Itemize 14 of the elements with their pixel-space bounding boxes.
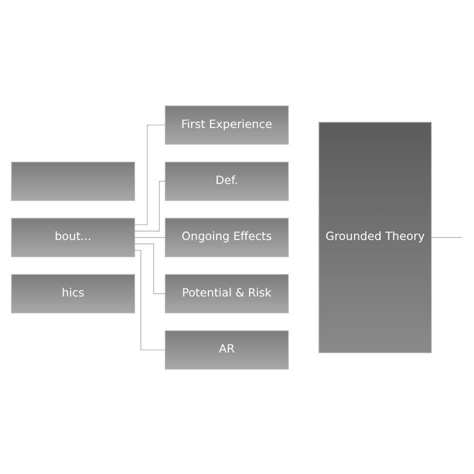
node-box: Def. xyxy=(164,161,289,200)
connector xyxy=(431,236,462,238)
connector xyxy=(134,249,166,350)
node-box: First Experience xyxy=(164,105,289,144)
connector xyxy=(134,124,166,225)
node-box xyxy=(11,161,135,200)
node-box: Potential & Risk xyxy=(164,274,289,313)
connector xyxy=(134,180,166,231)
node-box: bout... xyxy=(11,217,135,257)
node-box: hics xyxy=(11,274,135,313)
connector xyxy=(134,236,166,238)
node-box: Grounded Theory xyxy=(318,121,432,353)
node-box: Ongoing Effects xyxy=(164,217,289,257)
node-box: AR xyxy=(164,330,289,369)
